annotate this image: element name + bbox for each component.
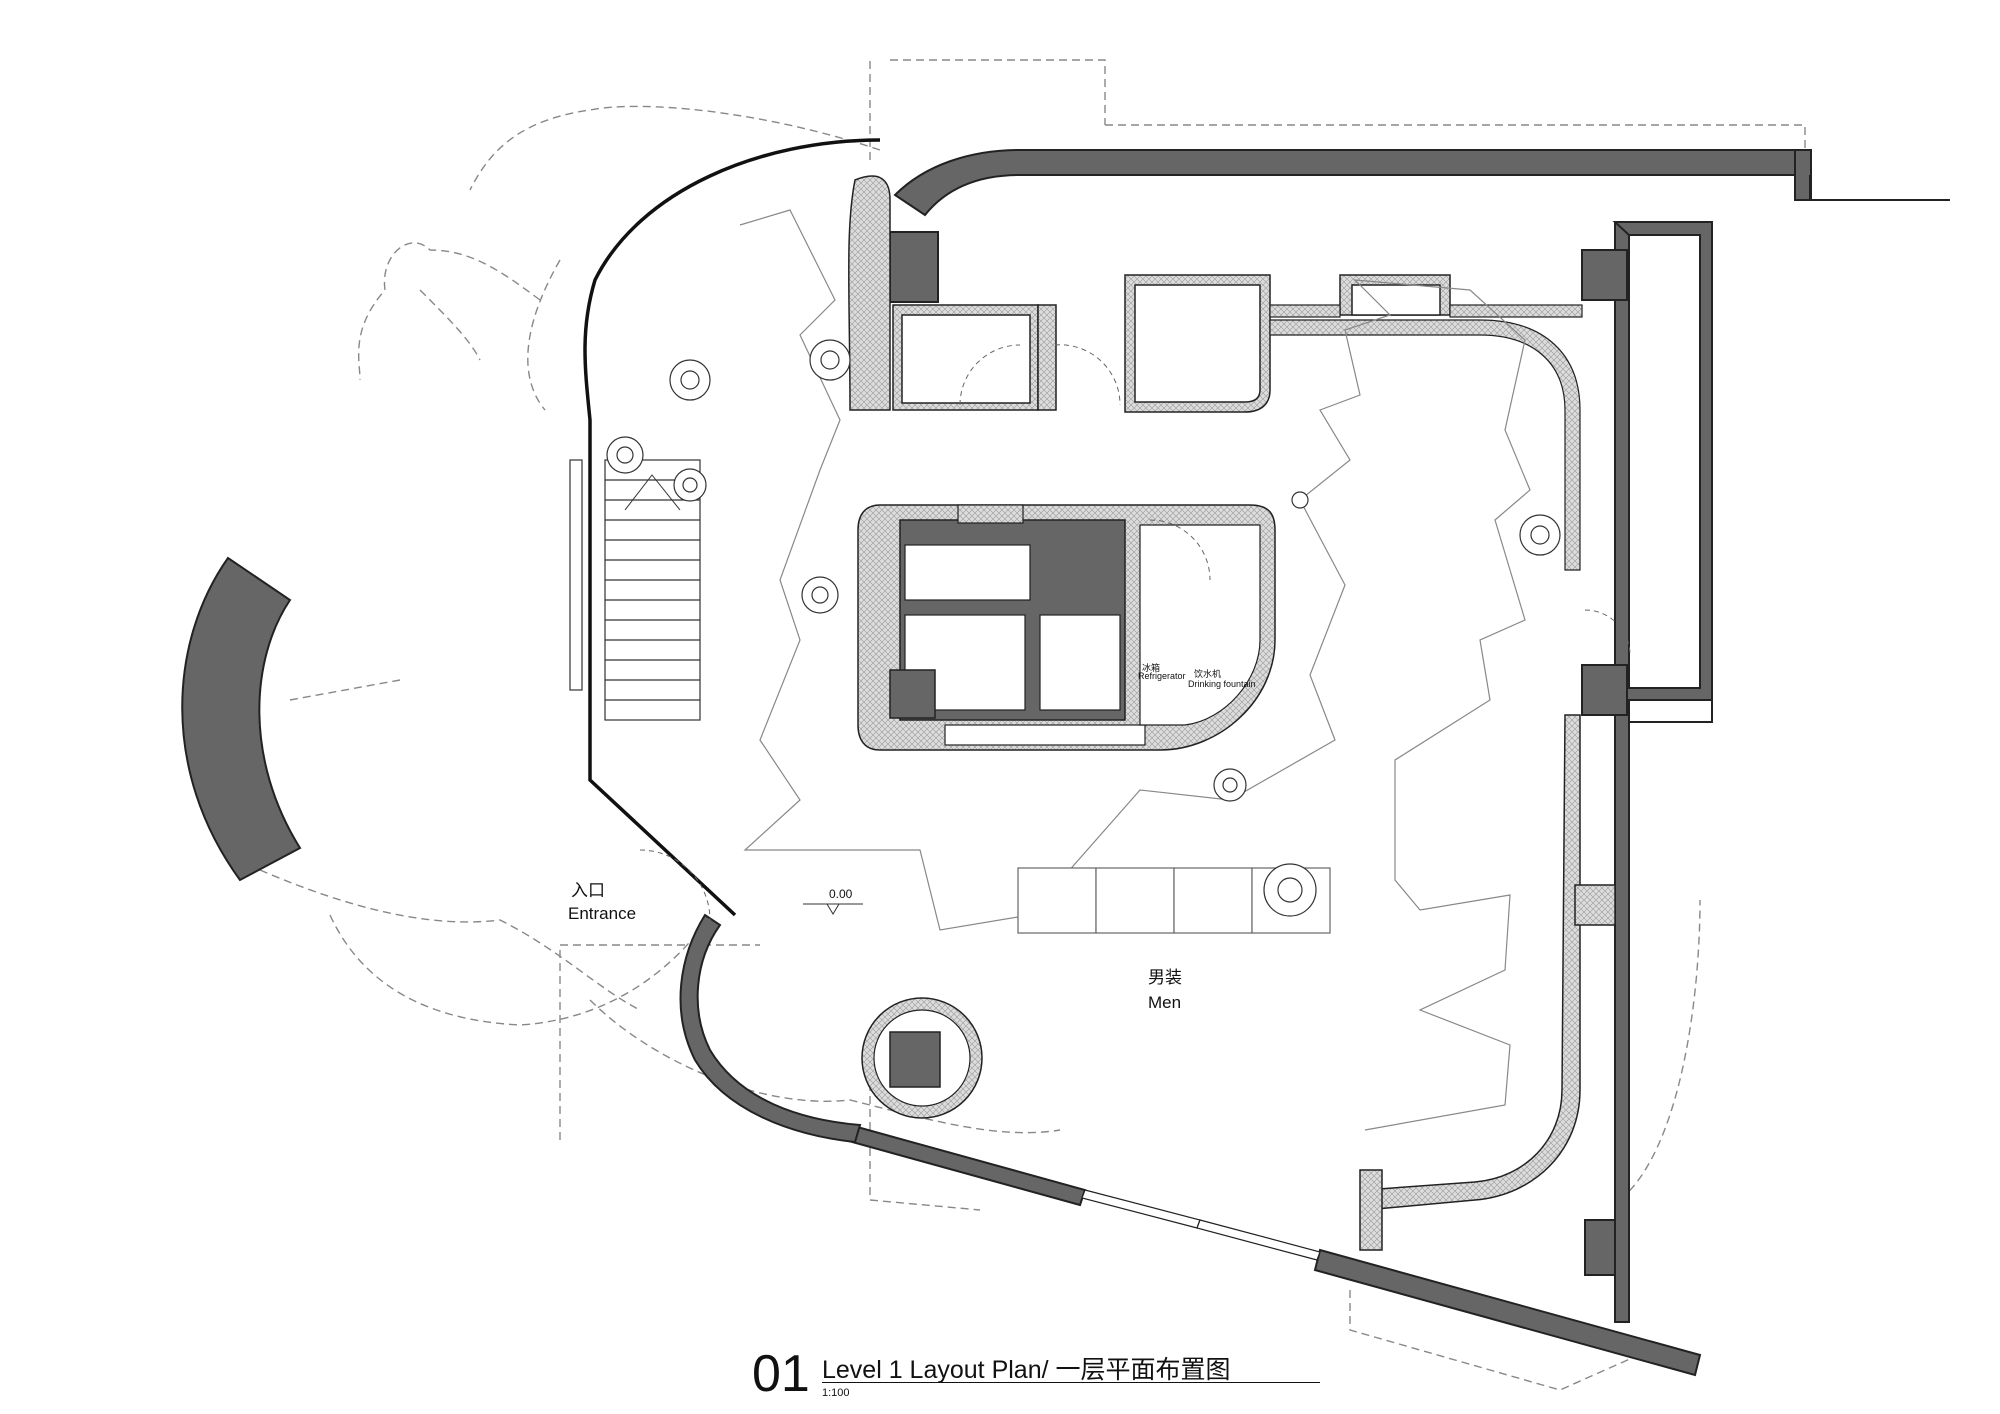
door-swings [639, 344, 1631, 921]
fountain-label-en: Drinking fountain [1188, 679, 1256, 689]
level-mark: 0.00 [829, 887, 853, 901]
upper-curved-display [1269, 319, 1581, 571]
right-stub [1574, 884, 1616, 926]
dashed-outlines [259, 59, 1806, 1391]
glazed-facade [583, 138, 881, 917]
men-label-en: Men [1148, 993, 1182, 1012]
men-label-cn: 男装 [1148, 968, 1182, 987]
left-arc-wall [181, 556, 302, 882]
display-tables [1017, 867, 1331, 934]
right-thin-walls [1630, 175, 1950, 723]
central-core [857, 504, 1276, 751]
title-underline [822, 1382, 1320, 1383]
round-column [861, 997, 983, 1119]
drawing-scale: 1:100 [822, 1387, 850, 1399]
fridge-label-cn: 冰箱 [1142, 663, 1161, 673]
exterior-walls [679, 149, 1812, 1377]
drawing-number: 01 [752, 1345, 810, 1403]
floor-zone-outline [739, 209, 1531, 1131]
entrance-label-en: Entrance [568, 904, 637, 923]
counter-end [1359, 1169, 1383, 1251]
bottom-openings [1081, 1189, 1321, 1261]
level-mark-triangle [803, 903, 863, 915]
plants [606, 339, 1561, 917]
curved-counter [1364, 714, 1581, 1211]
entrance-label-cn: 入口 [571, 881, 605, 900]
back-of-house-rooms [848, 175, 1583, 413]
drawing-title: Level 1 Layout Plan/ 一层平面布置图 [822, 1356, 1231, 1384]
fountain-label-cn: 饮水机 [1194, 669, 1222, 679]
curved-dashed-path [329, 914, 701, 1026]
stair [569, 459, 701, 721]
fridge-label-en: Refrigerator [1138, 671, 1186, 681]
